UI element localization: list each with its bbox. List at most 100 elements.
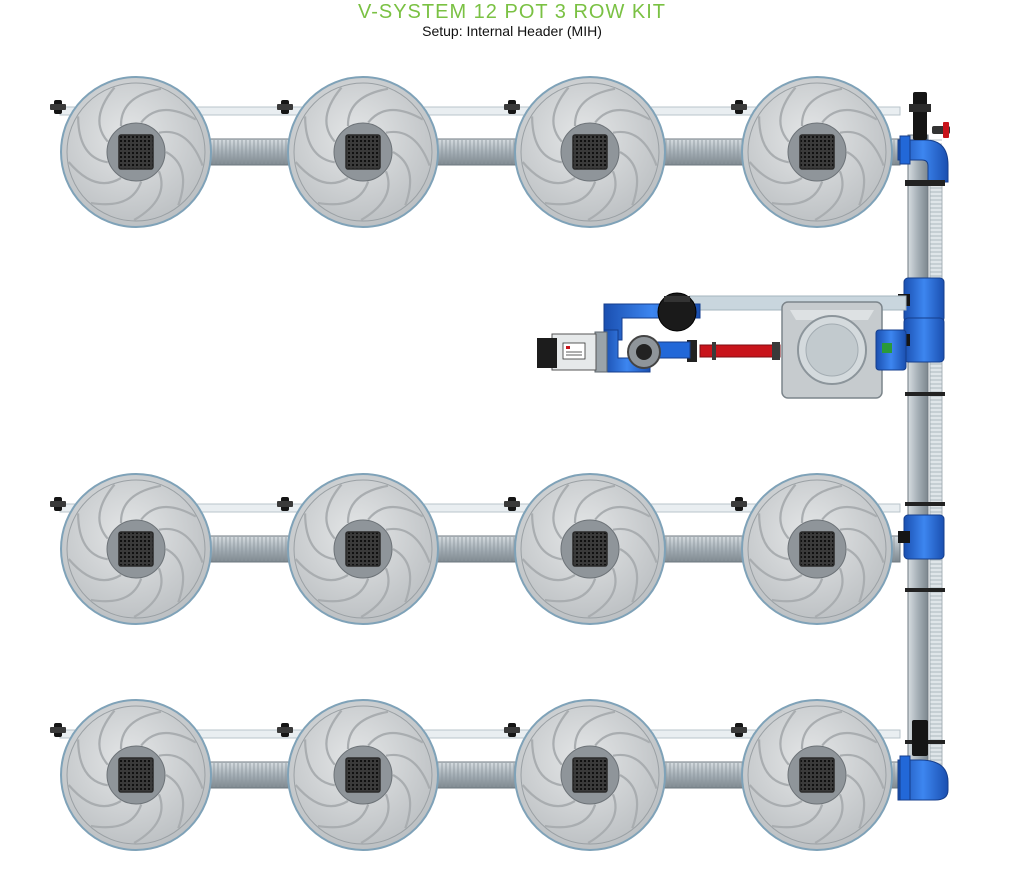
pot-vane <box>594 505 651 521</box>
pot-vane <box>846 774 866 829</box>
drip-emitter-barb <box>731 501 747 507</box>
pot <box>287 473 439 625</box>
pot-vane <box>544 578 597 603</box>
pot-vane <box>771 578 824 603</box>
pot-vane <box>552 86 570 143</box>
pot-vane <box>385 753 431 789</box>
pot-vane <box>325 709 343 766</box>
pot-vane <box>392 151 412 206</box>
ball-valve <box>657 292 697 332</box>
bottom-fitting <box>912 720 928 756</box>
pot-vane <box>619 774 639 829</box>
net-pot <box>345 531 381 567</box>
pot-vane <box>748 161 803 185</box>
header-pipe <box>907 134 929 776</box>
pot-row-2 <box>50 473 901 625</box>
drip-emitter-barb <box>277 727 293 733</box>
pot-vane <box>360 793 390 844</box>
ball-valve-handle <box>664 296 690 302</box>
pot-vane <box>304 739 335 787</box>
filter-valve-center <box>636 344 652 360</box>
pot-vane <box>158 753 204 789</box>
pot-vane <box>800 484 843 524</box>
pot-vane <box>619 151 639 206</box>
top-elbow-coupler <box>899 135 911 165</box>
pot-vane <box>133 793 163 844</box>
drip-emitter-barb <box>50 727 66 733</box>
pump-coupler <box>594 331 608 373</box>
pot-inner-ring <box>66 705 206 845</box>
drip-emitter-barb <box>504 501 520 507</box>
drip-emitter-barb <box>731 727 747 733</box>
pot-vane <box>619 548 639 603</box>
drip-emitter-barb <box>504 727 520 733</box>
top-vent-fitting <box>913 92 927 140</box>
pot-vane <box>392 548 412 603</box>
pot <box>514 699 666 851</box>
pot-vane <box>779 709 797 766</box>
pot-vane <box>392 774 412 829</box>
pot-vane <box>552 709 570 766</box>
pot-vane <box>165 774 185 829</box>
pot-vane <box>573 484 616 524</box>
pot-vane <box>521 784 576 808</box>
net-pot <box>118 531 154 567</box>
pot-inner-ring <box>66 82 206 222</box>
pot-vane <box>552 483 570 540</box>
pot-vane <box>367 731 424 747</box>
tee-connector <box>898 531 910 543</box>
pot-vane <box>98 709 116 766</box>
pot-vane <box>748 784 803 808</box>
pot-vane <box>165 151 185 206</box>
pot-vane <box>294 161 349 185</box>
pot-vane <box>521 558 576 582</box>
pot-vane <box>140 108 197 124</box>
pot-vane <box>325 483 343 540</box>
pot-vane <box>98 483 116 540</box>
drip-emitter-barb <box>50 104 66 110</box>
net-pot <box>799 134 835 170</box>
pot-inner-ring <box>747 82 887 222</box>
pot-inner-ring <box>747 705 887 845</box>
header-clamp <box>905 588 945 592</box>
pot-inner-ring <box>520 479 660 619</box>
pump-label <box>562 342 586 360</box>
pot-vane <box>612 130 658 166</box>
pot-vane <box>158 130 204 166</box>
pot-inner-ring <box>520 82 660 222</box>
pot <box>741 76 893 228</box>
drip-emitter-barb <box>277 501 293 507</box>
pot-vane <box>90 181 143 206</box>
pot <box>287 699 439 851</box>
pot-vane <box>77 513 108 561</box>
pot-vane <box>839 130 885 166</box>
drip-emitter-barb <box>731 104 747 110</box>
top-vent-ring <box>909 104 931 112</box>
pot-vane <box>779 483 797 540</box>
pot-vane <box>294 558 349 582</box>
pot-vane <box>304 116 335 164</box>
pot-inner-ring <box>293 479 433 619</box>
pot-vane <box>385 527 431 563</box>
header-clamp <box>905 502 945 506</box>
pot-vane <box>846 151 866 206</box>
bottom-elbow-coupler <box>899 755 911 801</box>
pot-vane <box>317 804 370 829</box>
net-pot <box>118 134 154 170</box>
hose-clamp <box>772 342 780 360</box>
pot-vane <box>67 784 122 808</box>
tank-indicator <box>882 343 892 353</box>
page-subtitle: Setup: Internal Header (MIH) <box>422 23 602 39</box>
pot-vane <box>317 181 370 206</box>
pot-vane <box>612 753 658 789</box>
pot-vane <box>821 505 878 521</box>
pot-vane <box>140 505 197 521</box>
pot-vane <box>158 527 204 563</box>
tank-lid-inner <box>805 323 859 377</box>
pot-vane <box>800 710 843 750</box>
pot-inner-ring <box>293 82 433 222</box>
pot-inner-ring <box>747 479 887 619</box>
pot-vane <box>317 578 370 603</box>
pot-vane <box>531 739 562 787</box>
pot-vane <box>814 567 844 618</box>
